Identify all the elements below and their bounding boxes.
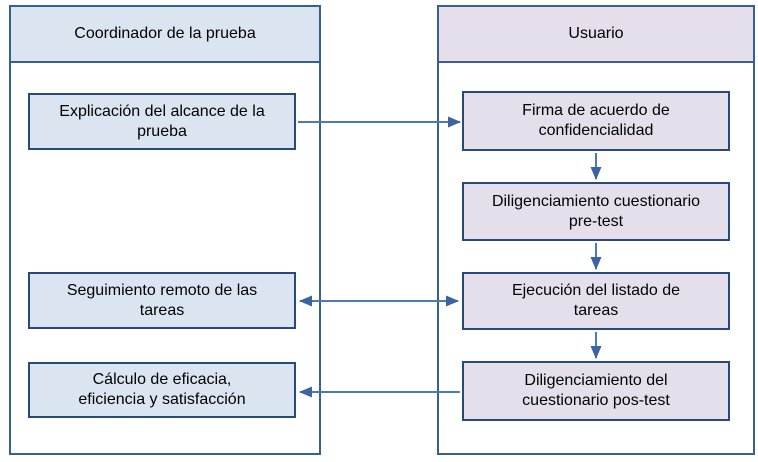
lane-user-header: Usuario [439, 7, 753, 63]
lane-coordinator-title: Coordinador de la prueba [74, 25, 256, 42]
process-box-firma-label: Firma de acuerdo de confidencialidad [522, 102, 670, 139]
process-box-calculo-label: Cálculo de eficacia, eficiencia y satisf… [78, 371, 246, 408]
process-box-seguimiento-label: Seguimiento remoto de las tareas [66, 281, 258, 319]
process-box-pretest: Diligenciamiento cuestionario pre-test [462, 182, 730, 241]
process-box-ejecucion-label: Ejecución del listado de tareas [511, 282, 681, 319]
process-box-pretest-label: Diligenciamiento cuestionario pre-test [491, 192, 701, 230]
process-box-postest: Diligenciamiento del cuestionario pos-te… [462, 361, 730, 421]
process-box-ejecucion: Ejecución del listado de tareas [462, 272, 730, 330]
process-box-explicacion: Explicación del alcance de la prueba [28, 93, 296, 150]
process-box-firma: Firma de acuerdo de confidencialidad [462, 91, 730, 151]
process-box-explicacion-label: Explicación del alcance de la prueba [59, 102, 265, 140]
process-box-seguimiento: Seguimiento remoto de las tareas [28, 272, 296, 329]
lane-user-title: Usuario [568, 25, 624, 42]
lane-coordinator-header: Coordinador de la prueba [11, 7, 319, 63]
process-box-postest-label: Diligenciamiento del cuestionario pos-te… [522, 372, 670, 409]
process-box-calculo: Cálculo de eficacia, eficiencia y satisf… [28, 362, 296, 418]
